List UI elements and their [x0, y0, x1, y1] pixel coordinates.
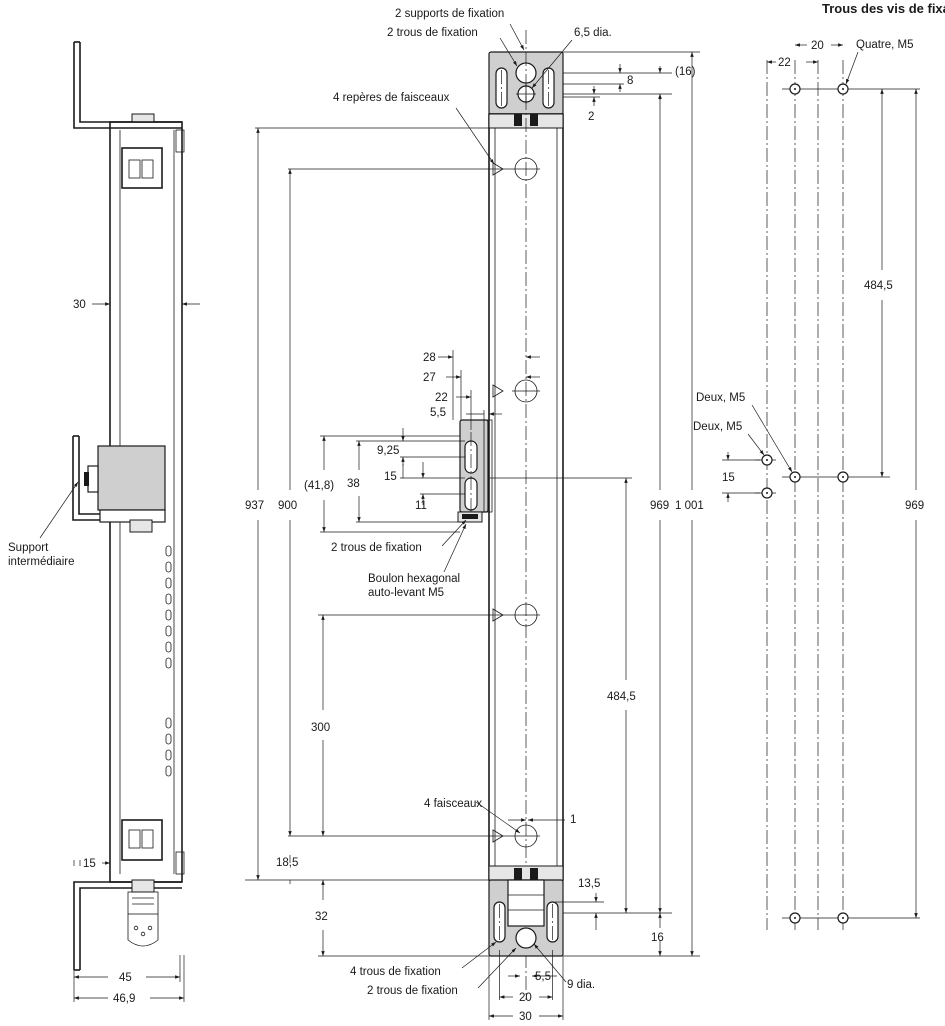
- dim-16-bottom: 16: [651, 932, 664, 944]
- quatre-m5-label: Quatre, M5: [856, 39, 914, 51]
- dim-900: 900: [278, 500, 297, 512]
- holes4-label: 4 trous de fixation: [350, 966, 441, 978]
- dim-8: 8: [627, 75, 633, 87]
- dim-5-5-mid: 5,5: [430, 407, 446, 419]
- front-view: (16) 8 2 2 supports de fixation 2 trous …: [245, 8, 704, 1023]
- slot-column: [165, 545, 172, 777]
- deux-m5-a-label: Deux, M5: [696, 392, 745, 404]
- dim-20-bottom: 20: [519, 992, 532, 1004]
- dim-30: 30: [73, 299, 86, 311]
- dim-16-top: (16): [675, 66, 696, 78]
- holes2-label: 2 trous de fixation: [367, 985, 458, 997]
- supports-label: 2 supports de fixation: [395, 8, 504, 20]
- support-label-1: Support: [8, 542, 49, 554]
- dim-22: 22: [435, 392, 448, 404]
- holes-mid-label: 2 trous de fixation: [331, 542, 422, 554]
- dim-30-bottom: 30: [519, 1011, 532, 1023]
- bolt-label-1: Boulon hexagonal: [368, 573, 460, 585]
- dim-38: 38: [347, 478, 360, 490]
- dim-13-5: 13,5: [578, 878, 600, 890]
- drawing-title: Trous des vis de fixation: [822, 1, 945, 16]
- holes-top-label: 2 trous de fixation: [387, 27, 478, 39]
- deux-m5-b-label: Deux, M5: [693, 421, 742, 433]
- dim-2: 2: [588, 111, 594, 123]
- dim-484-5-center: 484,5: [607, 691, 636, 703]
- dim-300: 300: [311, 722, 330, 734]
- dim-11: 11: [415, 500, 427, 512]
- dim-15-mid: 15: [384, 471, 397, 483]
- dim-5-5-bottom: 5,5: [535, 971, 551, 983]
- dia-bottom: 9 dia.: [567, 979, 595, 991]
- dim-1001: 1 001: [675, 500, 704, 512]
- dim-20-right: 20: [811, 40, 824, 52]
- dim-969-right: 969: [905, 500, 924, 512]
- dim-18-5: 18,5: [276, 857, 298, 869]
- dim-484-5-right: 484,5: [864, 280, 893, 292]
- dim-32: 32: [315, 911, 328, 923]
- dim-9-25: 9,25: [377, 445, 399, 457]
- dim-45: 45: [119, 972, 132, 984]
- dim-969-center: 969: [650, 500, 669, 512]
- dim-41-8: (41,8): [304, 480, 334, 492]
- dim-15: 15: [83, 858, 96, 870]
- dim-28: 28: [423, 352, 436, 364]
- dim-15-right: 15: [722, 472, 735, 484]
- beams-label: 4 faisceaux: [424, 798, 482, 810]
- dim-937: 937: [245, 500, 264, 512]
- mounting-hole-marks: [761, 83, 849, 924]
- dim-1: 1: [570, 814, 576, 826]
- side-view: 30 15 45 46,9 Support intermédiaire: [8, 41, 200, 1005]
- beam-marks-label: 4 repères de faisceaux: [333, 92, 450, 104]
- dim-27: 27: [423, 372, 436, 384]
- dim-22-right: 22: [778, 57, 791, 69]
- mounting-holes-view: 20 22 Quatre, M5 484,5 Deux, M5 Deux, M5…: [693, 39, 924, 930]
- support-label-2: intermédiaire: [8, 556, 74, 568]
- bolt-label-2: auto-levant M5: [368, 587, 444, 599]
- dia-top: 6,5 dia.: [574, 27, 612, 39]
- beam-markers: [492, 157, 540, 848]
- dim-46-9: 46,9: [113, 993, 135, 1005]
